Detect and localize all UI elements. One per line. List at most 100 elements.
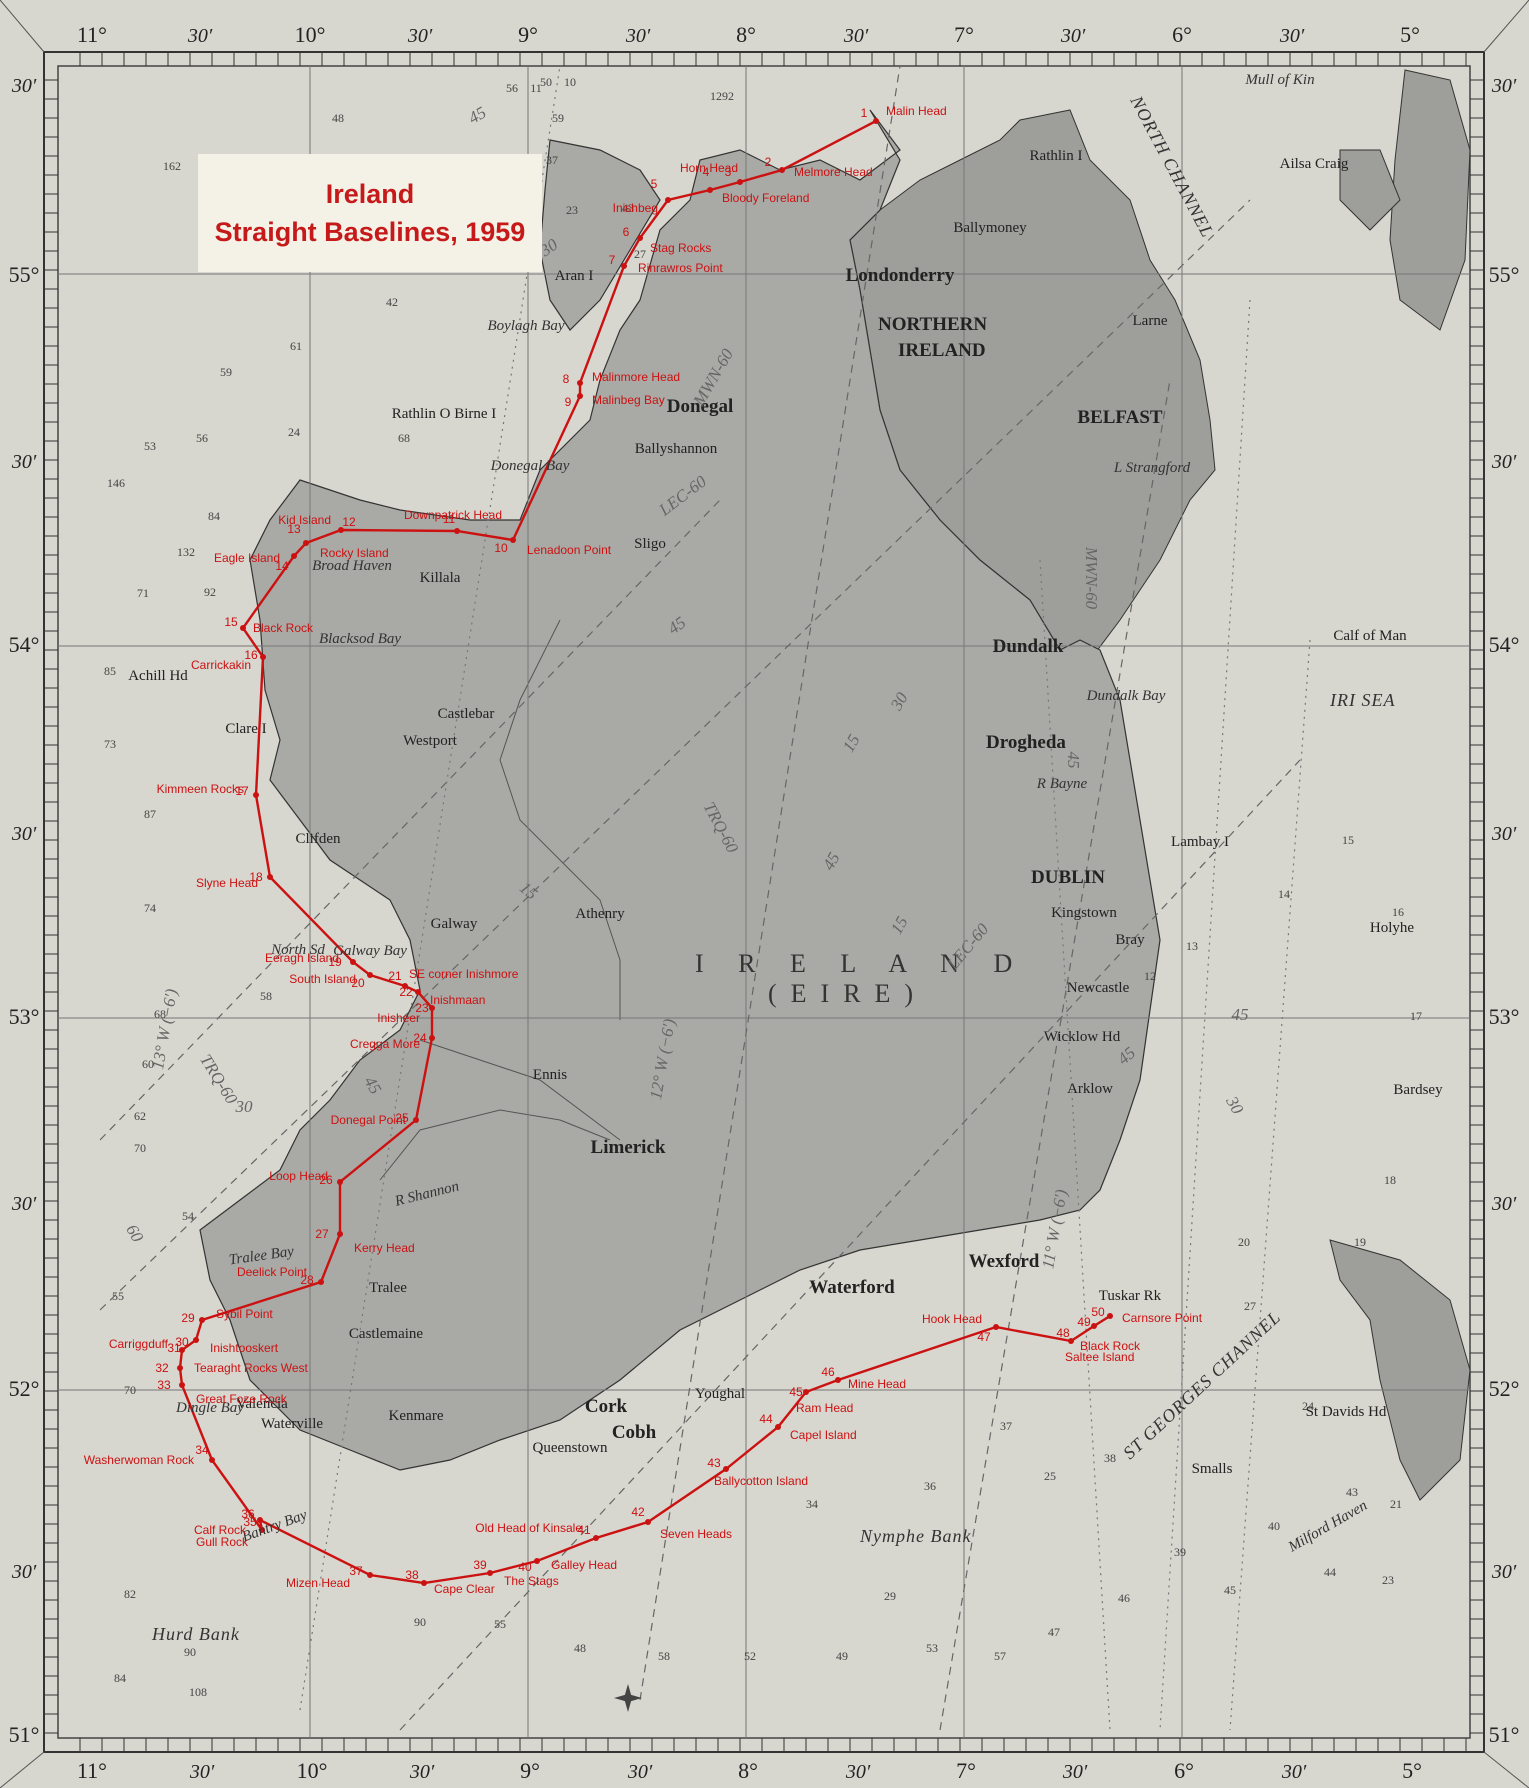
place-tuskar: Tuskar Rk [1099, 1288, 1162, 1304]
graticule-right-label: 30′ [1491, 1193, 1517, 1215]
graticule-top-label: 10° [295, 22, 326, 47]
graticule-left-label: 30′ [11, 75, 37, 97]
place-cobh: Cobh [612, 1422, 657, 1443]
graticule-top-label: 30′ [187, 25, 213, 47]
baseline-point-number: 24 [413, 1031, 427, 1045]
route-label: MWN-60 [1082, 546, 1101, 610]
baseline-point-marker [1091, 1323, 1097, 1329]
depth-sounding: 55 [494, 1617, 506, 1631]
baseline-point-marker [413, 1117, 419, 1123]
place-kingstown: Kingstown [1051, 905, 1117, 921]
baseline-point-number: 47 [977, 1330, 991, 1344]
baseline-point-name: Capel Island [790, 1428, 857, 1442]
baseline-point-marker [350, 959, 356, 965]
place-westport: Westport [403, 733, 458, 749]
contour-label: 30 [235, 1097, 254, 1116]
graticule-right-label: 54° [1489, 632, 1520, 657]
baseline-point-number: 5 [651, 177, 658, 191]
graticule-left-label: 30′ [11, 1193, 37, 1215]
graticule-right-labels: 30′55°30′54°30′53°30′52°30′51° [1489, 75, 1520, 1747]
graticule-lines [58, 66, 1470, 1738]
graticule-bottom-labels: 11°30′10°30′9°30′8°30′7°30′6°30′5° [77, 1758, 1422, 1783]
place-kenmare: Kenmare [389, 1408, 444, 1424]
depth-sounding: 43 [1346, 1485, 1358, 1499]
baseline-point-name: Malinmore Head [592, 370, 680, 384]
baseline-point-number: 49 [1077, 1315, 1091, 1329]
depth-sounding: 68 [154, 1007, 166, 1021]
graticule-bottom-label: 30′ [1281, 1761, 1307, 1783]
baseline-point-marker [534, 1558, 540, 1564]
depth-sounding: 68 [398, 431, 410, 445]
baseline-point-name: Loop Head [269, 1169, 328, 1183]
depth-sounding: 108 [189, 1685, 207, 1699]
depth-sounding: 24 [1302, 1399, 1314, 1413]
baseline-point-name: Cregga More [350, 1037, 420, 1051]
depth-sounding: 13 [1186, 939, 1198, 953]
baseline-point-marker [577, 380, 583, 386]
depth-sounding: 48 [574, 1641, 586, 1655]
graticule-top-label: 6° [1172, 22, 1192, 47]
place-killala: Killala [420, 570, 461, 586]
baseline-point-marker [199, 1317, 205, 1323]
graticule-bottom-label: 8° [738, 1758, 758, 1783]
baseline-point-number: 34 [195, 1443, 209, 1457]
place-bardsey: Bardsey [1393, 1082, 1443, 1098]
baseline-point-name: Sybil Point [216, 1307, 273, 1321]
place-dingle_bay: Dingle Bay [175, 1400, 244, 1416]
baseline-point-name: Carriggduff [109, 1337, 169, 1351]
depth-sounding: 90 [184, 1645, 196, 1659]
depth-sounding: 49 [836, 1649, 848, 1663]
baseline-point-name: Kid Island [278, 513, 331, 527]
baseline-point-marker [291, 553, 297, 559]
baseline-point-marker [621, 263, 627, 269]
place-wicklow: Wicklow Hd [1044, 1029, 1121, 1045]
baseline-point-marker [177, 1365, 183, 1371]
baseline-point-name: Stag Rocks [650, 241, 711, 255]
graticule-right-label: 55° [1489, 262, 1520, 287]
depth-sounding: 39 [1174, 1545, 1186, 1559]
place-cork: Cork [585, 1396, 628, 1417]
baseline-point-number: 28 [300, 1273, 314, 1287]
depth-sounding: 44 [1324, 1565, 1336, 1579]
baseline-point-name: Mizen Head [286, 1576, 350, 1590]
graticule-right-label: 30′ [1491, 1561, 1517, 1583]
inland-lines [379, 619, 621, 1181]
depth-sounding: 53 [926, 1641, 938, 1655]
depth-sounding: 25 [1044, 1469, 1056, 1483]
place-arklow: Arklow [1067, 1081, 1113, 1097]
baseline-point-marker [835, 1377, 841, 1383]
baseline-point-marker [240, 625, 246, 631]
depth-sounding: 90 [414, 1615, 426, 1629]
graticule-right-label: 53° [1489, 1004, 1520, 1029]
graticule-bottom-label: 5° [1402, 1758, 1422, 1783]
depth-sounding: 15 [1342, 833, 1354, 847]
baseline-point-number: 6 [623, 225, 630, 239]
depth-sounding: 85 [104, 664, 116, 678]
graticule-top-label: 30′ [407, 25, 433, 47]
depth-sounding: 17 [1410, 1009, 1422, 1023]
place-galway_bay: Galway Bay [333, 943, 407, 959]
compass-mark-icon [614, 1684, 642, 1712]
depth-sounding: 71 [137, 586, 149, 600]
depth-sounding: 10 [564, 75, 576, 89]
graticule-bottom-label: 30′ [1062, 1761, 1088, 1783]
depth-sounding: 73 [104, 737, 116, 751]
baseline-point-number: 2 [765, 155, 772, 169]
depth-sounding: 48 [332, 111, 344, 125]
baseline-point-marker [429, 1035, 435, 1041]
graticule-bottom-label: 10° [297, 1758, 328, 1783]
baseline-point-number: 16 [244, 648, 258, 662]
baseline-point-number: 31 [167, 1341, 181, 1355]
baseline-point-name: Slyne Head [196, 876, 258, 890]
baseline-point-number: 29 [181, 1311, 195, 1325]
graticule-bottom-label: 30′ [189, 1761, 215, 1783]
place-queenstown: Queenstown [533, 1440, 608, 1456]
graticule-right-label: 30′ [1491, 823, 1517, 845]
place-l_strangford: L Strangford [1113, 460, 1191, 476]
place-dundalk_bay: Dundalk Bay [1086, 688, 1166, 704]
baseline-point-name: Black Rock [253, 621, 314, 635]
baseline-point-name: Galley Head [551, 1558, 617, 1572]
graticule-top-label: 8° [736, 22, 756, 47]
